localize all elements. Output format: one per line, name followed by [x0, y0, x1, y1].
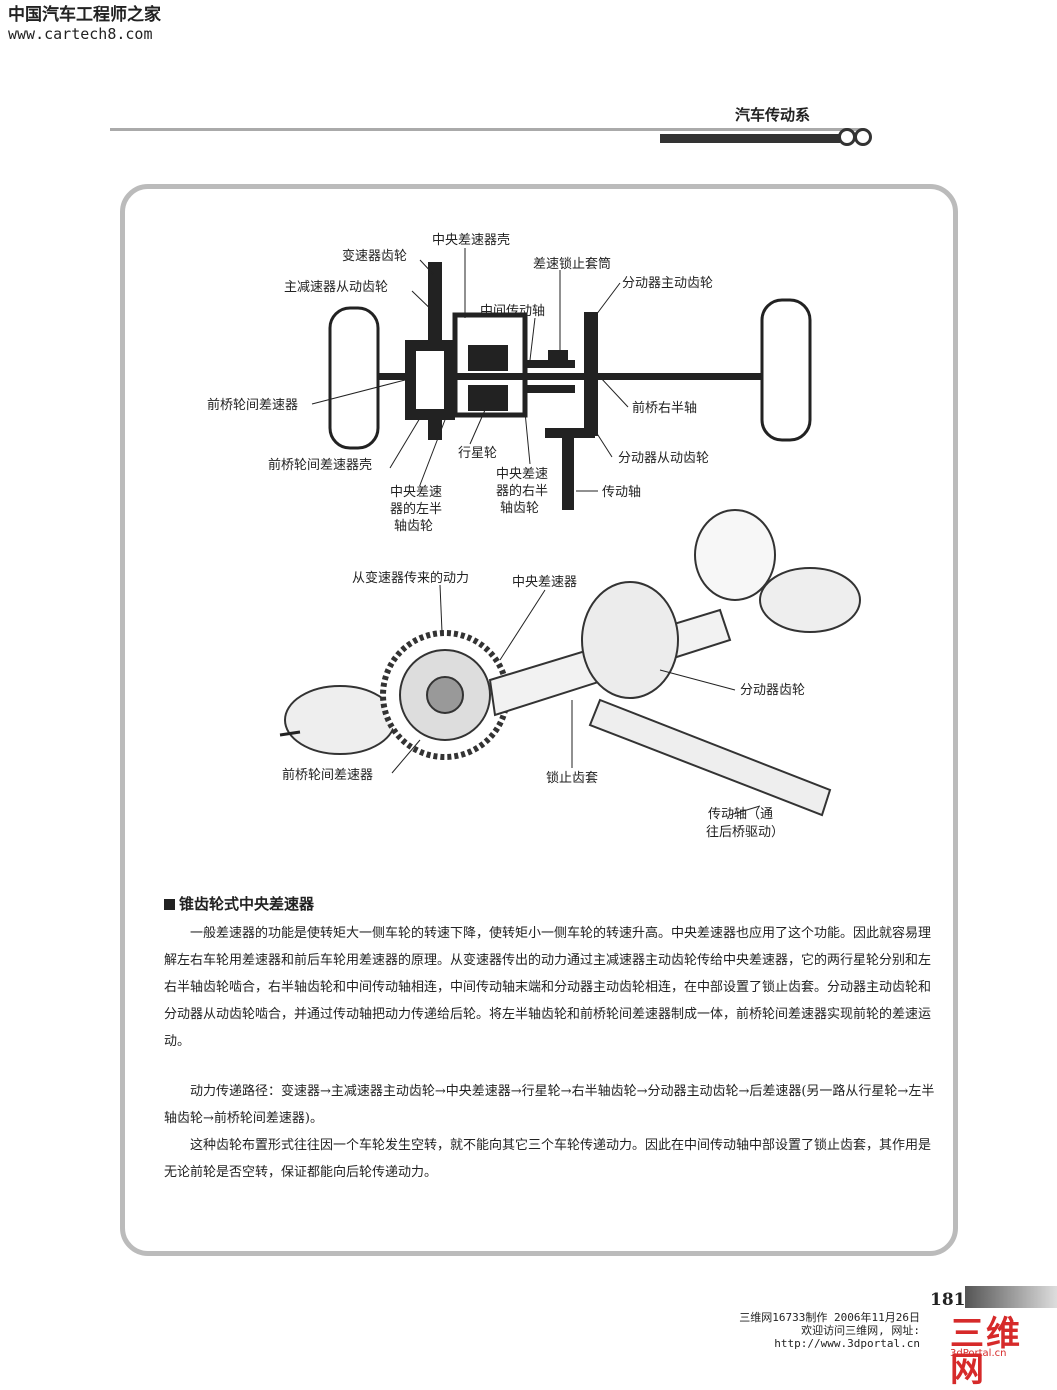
header-dot-ornament	[854, 128, 872, 146]
footer-credit: 三维网16733制作 2006年11月26日 欢迎访问三维网, 网址: http…	[690, 1311, 920, 1350]
label-lock-sleeve: 差速锁止套筒	[533, 256, 611, 272]
label-right-gear-3: 轴齿轮	[500, 501, 539, 516]
label-transfer-gear: 分动器齿轮	[740, 683, 805, 698]
logo: 三维网 3dPortal.cn	[950, 1316, 1057, 1388]
label-left-gear-3: 轴齿轮	[394, 519, 433, 534]
planet-gear-bottom	[468, 385, 508, 411]
label-right-gear-2: 器的右半	[496, 483, 548, 499]
right-wheel	[760, 298, 812, 442]
header-bar	[660, 134, 840, 143]
label-front-diff-case: 前桥轮间差速器壳	[268, 457, 372, 473]
transfer-housing	[581, 581, 679, 699]
label-prop-shaft: 传动轴	[602, 485, 641, 500]
transmission-gear-lower	[428, 418, 442, 440]
paragraph-1: 一般差速器的功能是使转矩大一侧车轮的转速下降，使转矩小一侧车轮的转速升高。中央差…	[164, 926, 932, 1049]
planet-gear-top	[468, 345, 508, 371]
label-left-gear-1: 中央差速	[390, 485, 442, 500]
label-transfer-driven: 分动器从动齿轮	[618, 451, 709, 466]
planet-gears	[426, 676, 464, 714]
label-prop-2: 往后桥驱动）	[706, 825, 784, 840]
lock-sleeve	[548, 350, 568, 362]
site-url: www.cartech8.com	[8, 24, 153, 43]
prop-shaft	[562, 438, 574, 510]
mid-shaft-lower	[525, 385, 575, 393]
transmission-gear	[428, 262, 442, 344]
label-front-diff-2: 前桥轮间差速器	[282, 767, 373, 783]
label-front-right-shaft: 前桥右半轴	[632, 400, 697, 416]
schematic-diagram: 变速器齿轮 中央差速器壳 差速锁止套筒 主减速器从动齿轮 中间传动轴 分动器主动…	[207, 233, 812, 534]
front-axle	[378, 373, 762, 380]
label-final-driven: 主减速器从动齿轮	[284, 280, 388, 295]
paragraph-3: 这种齿轮布置形式往往因一个车轮发生空转，就不能向其它三个车轮传递动力。因此在中间…	[164, 1138, 932, 1180]
label-power-from-trans: 从变速器传来的动力	[352, 570, 469, 586]
label-center-diff: 中央差速器	[512, 575, 577, 590]
credit-line-1: 三维网16733制作 2006年11月26日	[739, 1311, 920, 1324]
site-watermark: 中国汽车工程师之家 www.cartech8.com	[8, 5, 161, 43]
page-number: 181	[930, 1290, 966, 1310]
section-title-text: 锥齿轮式中央差速器	[179, 895, 315, 913]
label-right-gear-1: 中央差速	[496, 467, 548, 482]
chapter-title: 汽车传动系	[735, 106, 811, 124]
left-cv-boot	[284, 685, 396, 755]
label-transfer-drive: 分动器主动齿轮	[622, 276, 713, 291]
section-title: 锥齿轮式中央差速器	[164, 893, 314, 914]
label-trans-gear: 变速器齿轮	[342, 248, 407, 264]
logo-subtext: 3dPortal.cn	[950, 1348, 1007, 1359]
rear-prop-shaft	[588, 698, 832, 817]
right-hub	[694, 509, 776, 601]
label-lock-sleeve-2: 锁止齿套	[546, 770, 598, 786]
cutaway-illustration: 从变速器传来的动力 中央差速器 分动器齿轮 前桥轮间差速器 锁止齿套 传动轴（通…	[279, 509, 861, 840]
transfer-driven-gear	[545, 428, 595, 438]
site-name: 中国汽车工程师之家	[8, 5, 161, 25]
label-front-diff: 前桥轮间差速器	[207, 397, 298, 413]
page-number-bar	[965, 1286, 1057, 1308]
transfer-drive-gear	[584, 312, 598, 436]
credit-line-2: 欢迎访问三维网, 网址:	[801, 1324, 920, 1337]
label-center-case: 中央差速器壳	[432, 233, 510, 248]
front-diff	[414, 349, 446, 411]
label-prop-1: 传动轴（通	[708, 807, 773, 822]
label-left-gear-2: 器的左半	[390, 501, 442, 517]
header-rule	[110, 128, 862, 131]
left-wheel	[328, 306, 380, 450]
content-frame	[120, 184, 958, 1256]
label-planet: 行星轮	[458, 446, 497, 461]
right-cv-boot	[759, 567, 861, 633]
credit-line-3: http://www.3dportal.cn	[774, 1337, 920, 1350]
label-mid-shaft: 中间传动轴	[480, 304, 545, 319]
paragraph-2: 动力传递路径：变速器→主减速器主动齿轮→中央差速器→行星轮→右半轴齿轮→分动器主…	[164, 1084, 935, 1126]
mid-shaft	[525, 360, 575, 368]
figures-svg: 变速器齿轮 中央差速器壳 差速锁止套筒 主减速器从动齿轮 中间传动轴 分动器主动…	[207, 233, 861, 840]
square-bullet-icon	[164, 899, 175, 910]
